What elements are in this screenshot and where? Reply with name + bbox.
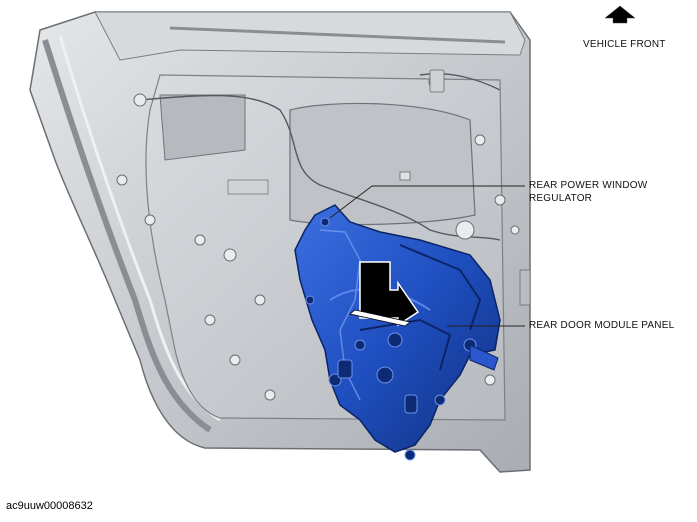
figure-id: ac9uuw00008632 [6, 500, 93, 512]
up-arrow-icon [604, 5, 636, 24]
vehicle-front-label: VEHICLE FRONT [583, 39, 666, 50]
down-right-arrow-icon [349, 261, 420, 327]
regulator-leader-diag [329, 185, 373, 219]
module-panel [294, 204, 501, 461]
regulator-label-line2: REGULATOR [529, 193, 593, 204]
module-panel-label: REAR DOOR MODULE PANEL [529, 320, 675, 331]
regulator-label-line1: REAR POWER WINDOW [529, 180, 648, 191]
